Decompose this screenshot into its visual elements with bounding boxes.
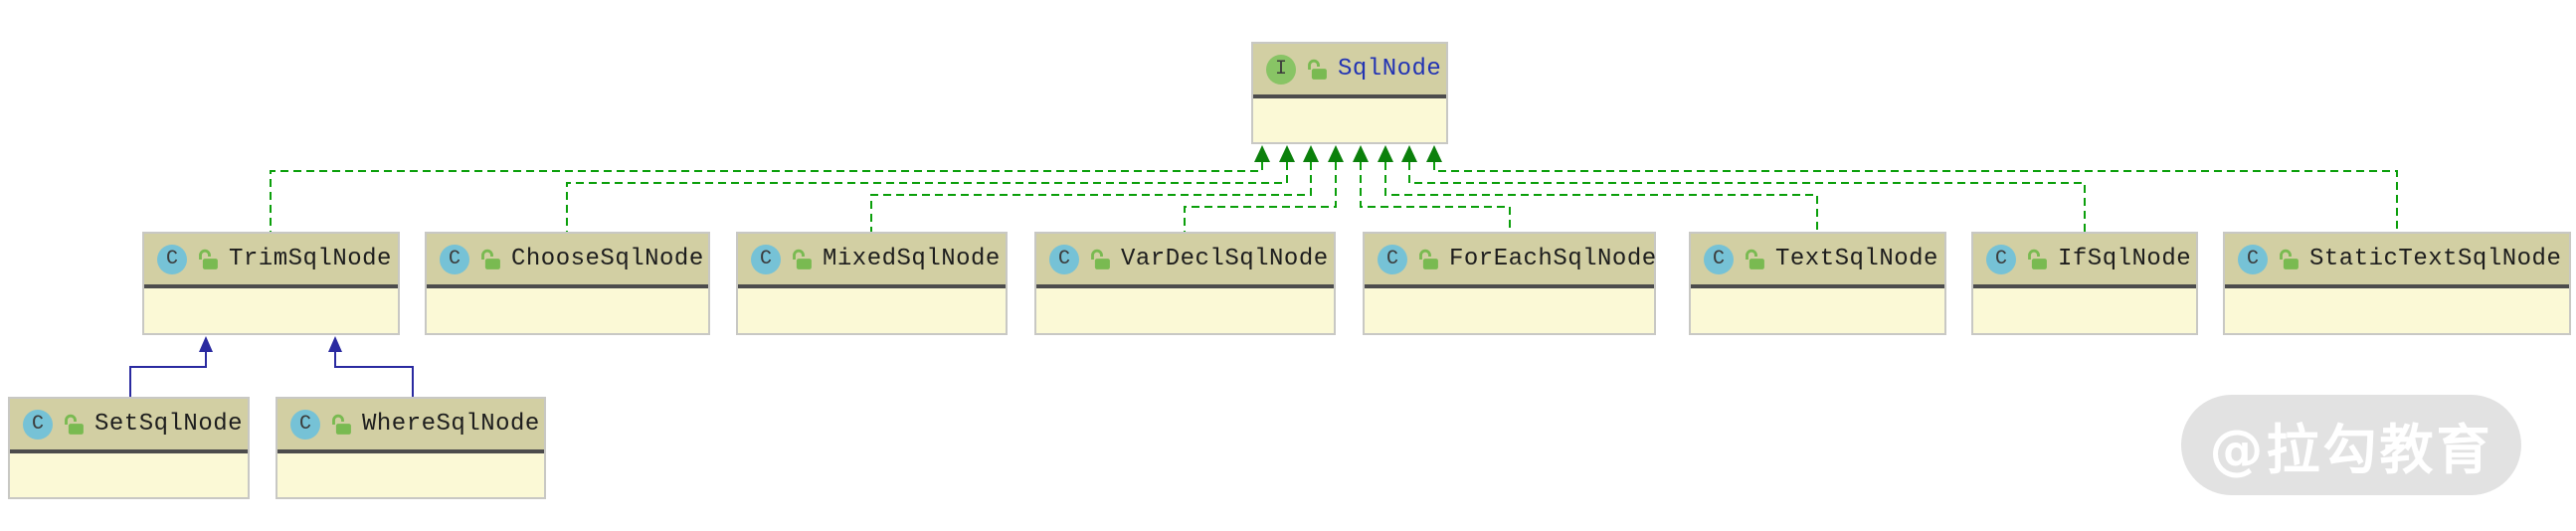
node-label: ChooseSqlNode xyxy=(511,246,704,272)
unlocked-padlock-icon xyxy=(1305,58,1329,82)
inheritance-edge-WhereSqlNode-to-TrimSqlNode xyxy=(328,336,414,397)
arrowhead-icon xyxy=(1328,145,1344,162)
node-label: IfSqlNode xyxy=(2058,246,2192,272)
class-node-SetSqlNode[interactable]: C SetSqlNode xyxy=(8,397,250,499)
class-node-ForEachSqlNode[interactable]: C ForEachSqlNode xyxy=(1363,232,1656,335)
node-header: C IfSqlNode xyxy=(1973,234,2196,288)
unlocked-padlock-icon xyxy=(1743,248,1766,271)
class-badge-icon: C xyxy=(157,244,187,274)
class-node-TextSqlNode[interactable]: C TextSqlNode xyxy=(1689,232,1946,335)
realization-edge-TrimSqlNode-to-SqlNode xyxy=(270,145,1270,232)
class-badge-icon: C xyxy=(1704,244,1734,274)
node-fields-section xyxy=(1973,288,2196,388)
class-badge-icon: C xyxy=(1378,244,1407,274)
realization-edge-VarDeclSqlNode-to-SqlNode xyxy=(1184,145,1344,232)
class-badge-icon: C xyxy=(1986,244,2016,274)
realization-edge-IfSqlNode-to-SqlNode xyxy=(1401,145,2086,232)
unlocked-padlock-icon xyxy=(196,248,220,271)
node-header: C StaticTextSqlNode xyxy=(2225,234,2569,288)
node-header: C TrimSqlNode xyxy=(144,234,398,288)
arrowhead-icon xyxy=(1303,145,1319,162)
watermark-badge: @拉勾教育 xyxy=(2181,395,2521,495)
node-header: C VarDeclSqlNode xyxy=(1036,234,1334,288)
class-node-MixedSqlNode[interactable]: C MixedSqlNode xyxy=(736,232,1008,335)
unlocked-padlock-icon xyxy=(1416,248,1440,271)
node-header: C WhereSqlNode xyxy=(277,399,544,453)
node-fields-section xyxy=(10,453,248,531)
node-fields-section xyxy=(1036,288,1334,388)
unlocked-padlock-icon xyxy=(1088,248,1112,271)
arrowhead-icon xyxy=(1378,145,1393,162)
node-header: C MixedSqlNode xyxy=(738,234,1006,288)
realization-edge-StaticTextSqlNode-to-SqlNode xyxy=(1426,145,2398,232)
unlocked-padlock-icon xyxy=(790,248,814,271)
arrowhead-icon xyxy=(1254,145,1270,162)
realization-edge-ForEachSqlNode-to-SqlNode xyxy=(1353,145,1511,232)
arrowhead-icon xyxy=(1353,145,1369,162)
node-label: VarDeclSqlNode xyxy=(1121,246,1329,272)
class-node-WhereSqlNode[interactable]: C WhereSqlNode xyxy=(276,397,546,499)
arrowhead-icon xyxy=(1279,145,1295,162)
node-label: SetSqlNode xyxy=(94,411,244,438)
class-node-TrimSqlNode[interactable]: C TrimSqlNode xyxy=(142,232,400,335)
arrowhead-icon xyxy=(328,336,342,352)
node-header: I SqlNode xyxy=(1253,44,1446,98)
node-header: C TextSqlNode xyxy=(1691,234,1944,288)
node-fields-section xyxy=(1253,98,1446,197)
unlocked-padlock-icon xyxy=(329,413,353,437)
node-label: TextSqlNode xyxy=(1775,246,1938,272)
node-fields-section xyxy=(1365,288,1654,388)
node-label: ForEachSqlNode xyxy=(1449,246,1657,272)
arrowhead-icon xyxy=(1401,145,1417,162)
realization-edge-MixedSqlNode-to-SqlNode xyxy=(870,145,1319,232)
node-fields-section xyxy=(1691,288,1944,388)
node-header: C ForEachSqlNode xyxy=(1365,234,1656,288)
realization-edge-ChooseSqlNode-to-SqlNode xyxy=(566,145,1295,232)
class-node-VarDeclSqlNode[interactable]: C VarDeclSqlNode xyxy=(1034,232,1336,335)
node-label: StaticTextSqlNode xyxy=(2309,246,2562,272)
class-node-StaticTextSqlNode[interactable]: C StaticTextSqlNode xyxy=(2223,232,2571,335)
node-label: SqlNode xyxy=(1338,56,1442,83)
node-header: C ChooseSqlNode xyxy=(427,234,708,288)
realization-edge-TextSqlNode-to-SqlNode xyxy=(1378,145,1818,232)
node-fields-section xyxy=(738,288,1006,388)
class-badge-icon: C xyxy=(23,409,53,440)
node-fields-section xyxy=(2225,288,2569,388)
class-badge-icon: C xyxy=(440,244,469,274)
unlocked-padlock-icon xyxy=(62,413,86,437)
unlocked-padlock-icon xyxy=(2277,248,2300,271)
node-fields-section xyxy=(427,288,708,388)
class-node-IfSqlNode[interactable]: C IfSqlNode xyxy=(1971,232,2198,335)
class-badge-icon: C xyxy=(2238,244,2268,274)
class-badge-icon: C xyxy=(290,409,320,440)
class-badge-icon: C xyxy=(1049,244,1079,274)
interface-badge-icon: I xyxy=(1266,54,1296,85)
arrowhead-icon xyxy=(199,336,213,352)
interface-node-SqlNode[interactable]: I SqlNode xyxy=(1251,42,1448,144)
arrowhead-icon xyxy=(1426,145,1442,162)
class-badge-icon: C xyxy=(751,244,781,274)
node-header: C SetSqlNode xyxy=(10,399,248,453)
inheritance-edge-SetSqlNode-to-TrimSqlNode xyxy=(129,336,213,397)
node-label: WhereSqlNode xyxy=(362,411,540,438)
watermark-text: @拉勾教育 xyxy=(2209,419,2493,481)
node-fields-section xyxy=(277,453,544,531)
unlocked-padlock-icon xyxy=(478,248,502,271)
node-label: TrimSqlNode xyxy=(229,246,392,272)
class-node-ChooseSqlNode[interactable]: C ChooseSqlNode xyxy=(425,232,710,335)
node-fields-section xyxy=(144,288,398,388)
node-label: MixedSqlNode xyxy=(823,246,1001,272)
unlocked-padlock-icon xyxy=(2025,248,2049,271)
